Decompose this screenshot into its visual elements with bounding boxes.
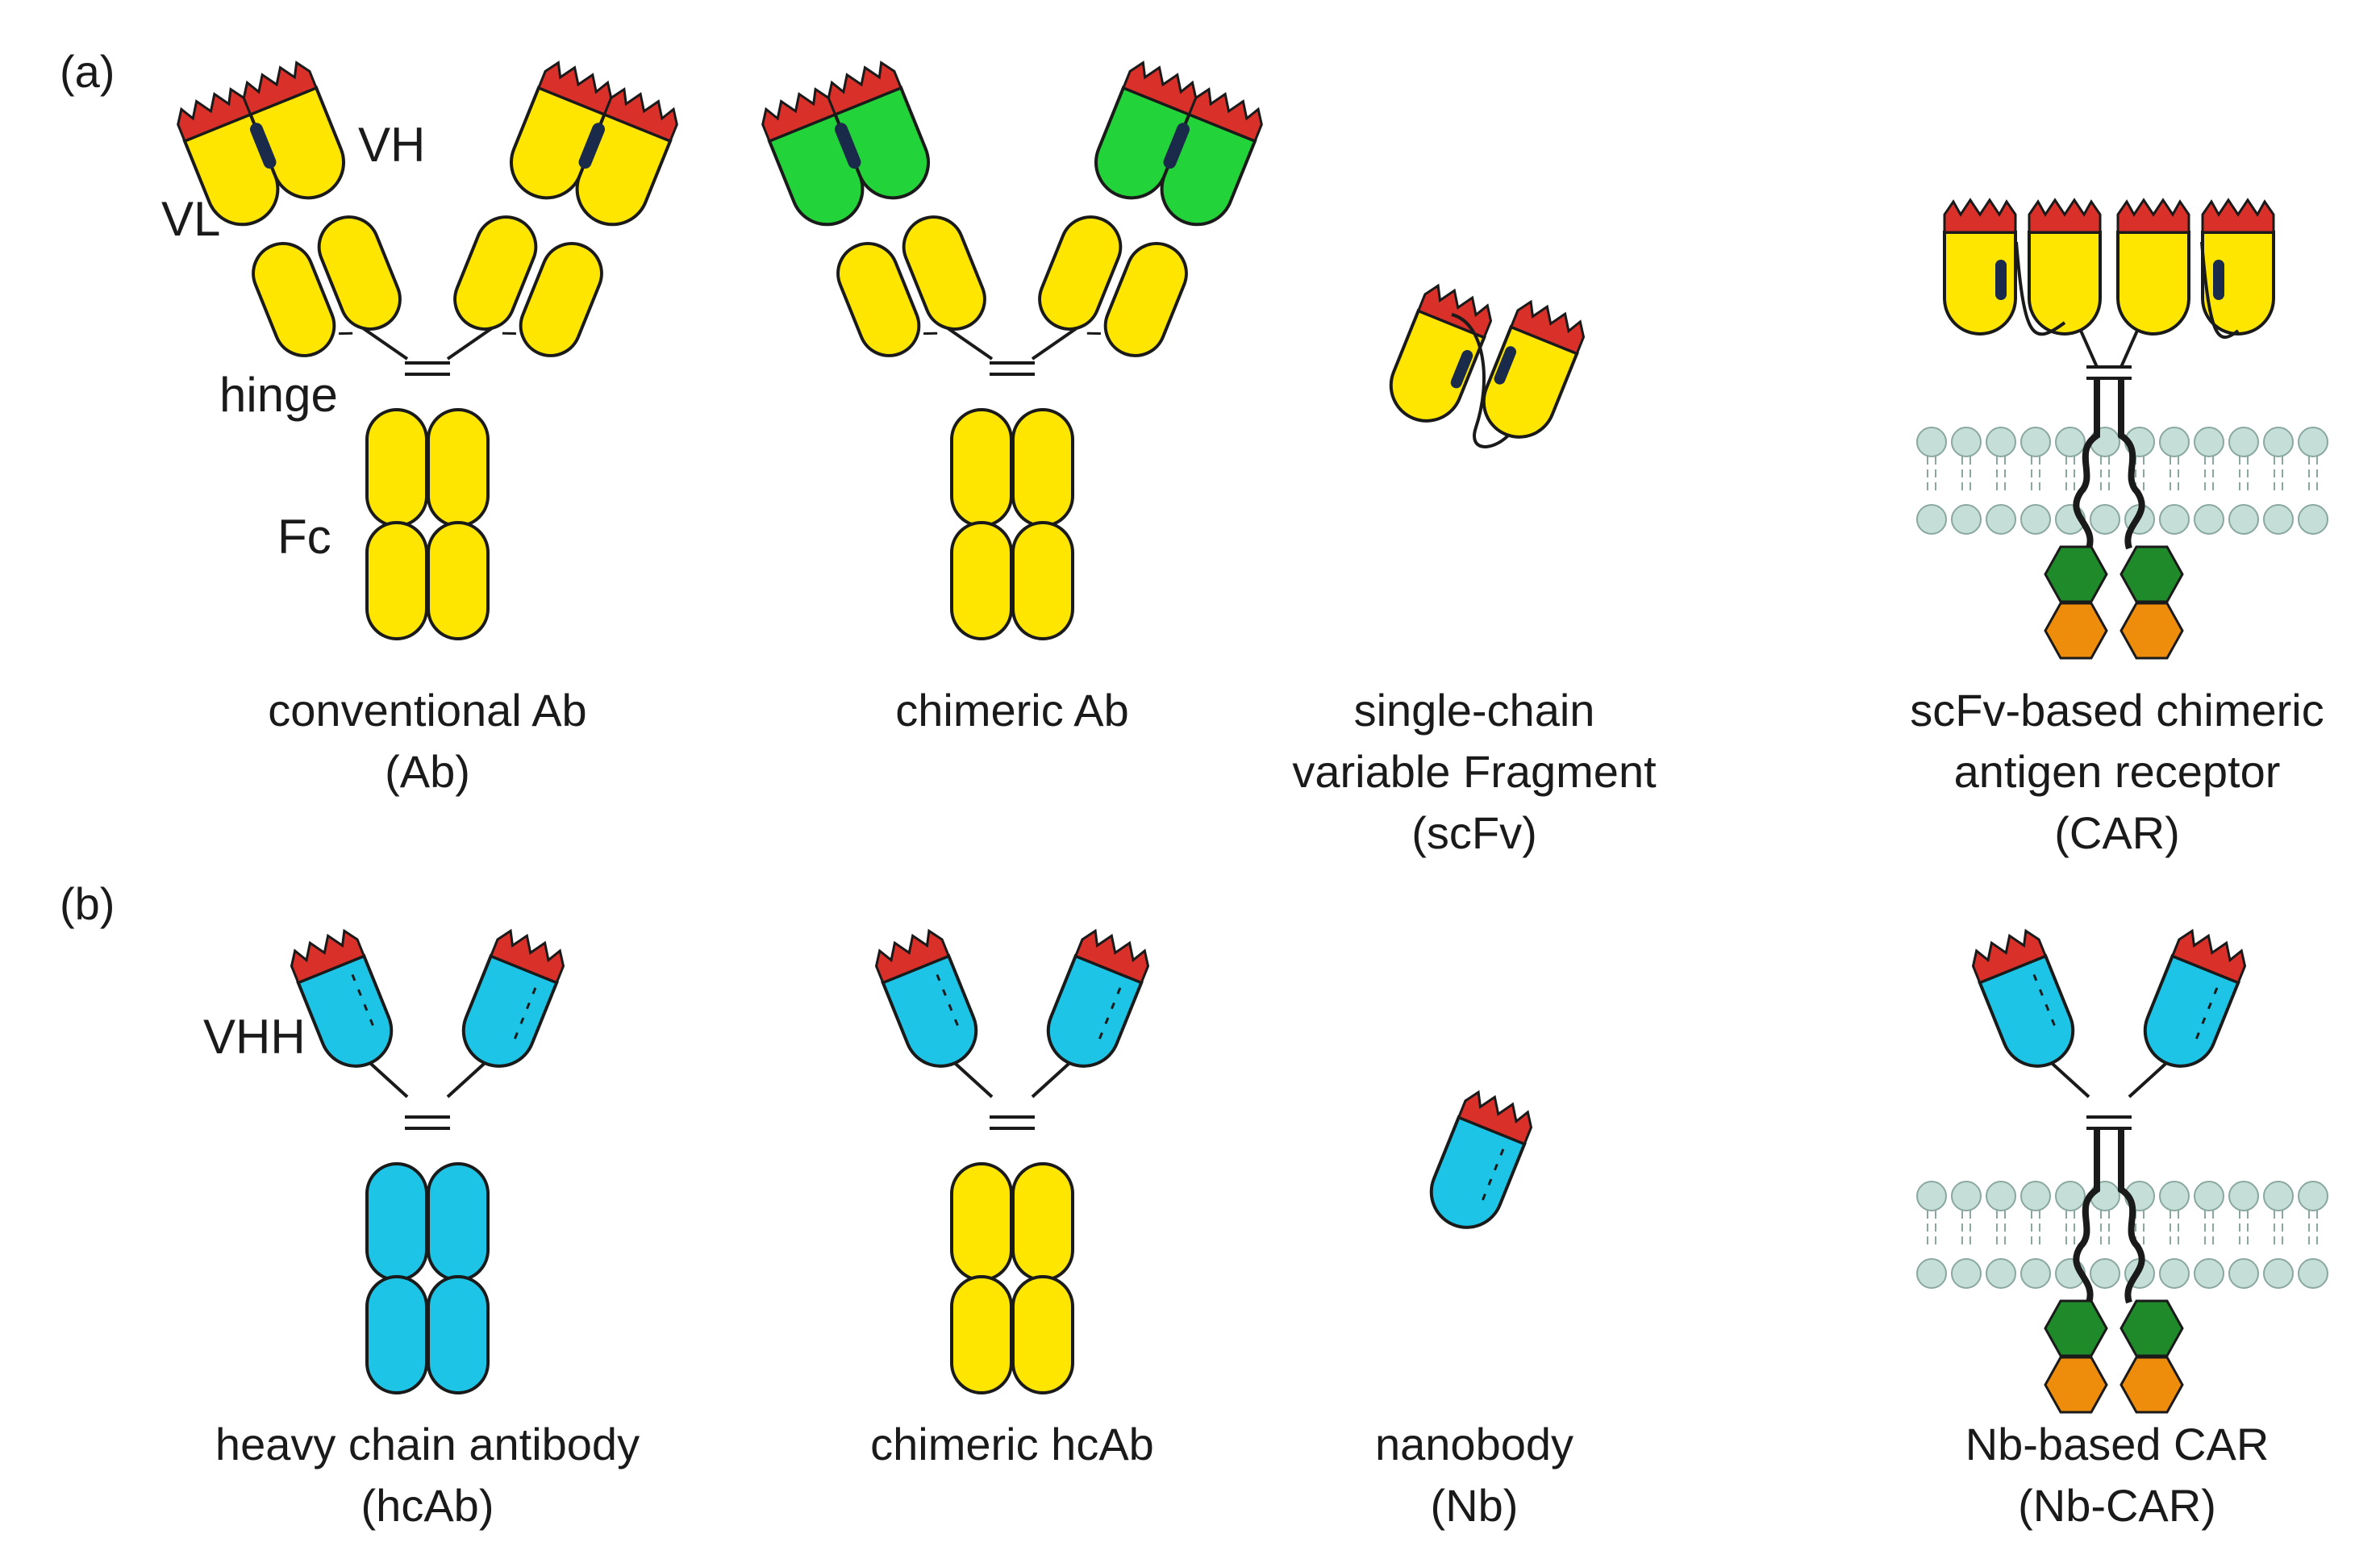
membrane-bilayer-b [1916, 1181, 2328, 1289]
caption-scfv-line1: single-chain [1354, 685, 1595, 736]
caption-nb-car-line1: Nb-based CAR [1965, 1419, 2270, 1469]
caption-nanobody-line1: nanobody [1375, 1419, 1573, 1469]
scfv-car-diagram [1916, 198, 2328, 660]
membrane-bilayer [1916, 427, 2328, 535]
caption-car-line1: scFv-based chimeric [1910, 685, 2324, 736]
vl-label: VL [161, 192, 220, 246]
caption-hcab-line2: (hcAb) [361, 1480, 494, 1531]
hinge-label: hinge [219, 368, 338, 422]
caption-conventional-ab-line1: conventional Ab [268, 685, 586, 736]
fc-label: Fc [277, 510, 331, 564]
caption-car-line2: antigen receptor [1954, 746, 2281, 797]
caption-chimeric-hcab-line1: chimeric hcAb [870, 1419, 1154, 1469]
caption-nb-car-line2: (Nb-CAR) [2018, 1480, 2216, 1531]
caption-chimeric-ab-line1: chimeric Ab [895, 685, 1128, 736]
panel-a-label: (a) [60, 46, 115, 97]
hcab-diagram [286, 926, 569, 1393]
panel-b-label: (b) [60, 878, 115, 929]
conventional-ab-diagram [173, 58, 682, 639]
caption-car-line3: (CAR) [2054, 807, 2180, 858]
vhh-label: VHH [203, 1010, 306, 1064]
nanobody-diagram [1420, 1087, 1536, 1238]
nb-car-diagram [1916, 926, 2328, 1414]
vh-label: VH [358, 118, 425, 172]
chimeric-hcab-diagram [871, 926, 1154, 1393]
caption-hcab-line1: heavy chain antibody [215, 1419, 640, 1469]
chimeric-ab-diagram [757, 58, 1267, 639]
caption-nanobody-line2: (Nb) [1431, 1480, 1519, 1531]
caption-scfv-line3: (scFv) [1411, 807, 1537, 858]
caption-scfv-line2: variable Fragment [1292, 746, 1657, 797]
caption-conventional-ab-line2: (Ab) [385, 746, 470, 797]
scfv-diagram [1378, 279, 1590, 450]
